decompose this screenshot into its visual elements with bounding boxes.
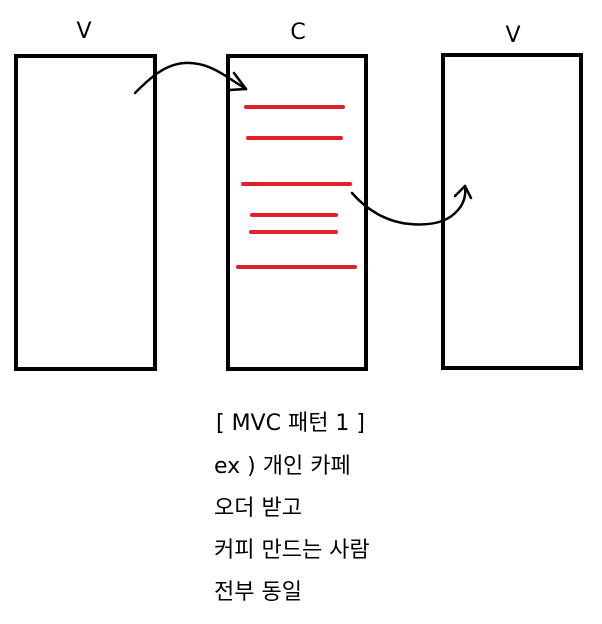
caption-line: 커피 만드는 사람 [214,538,370,563]
caption-title: [ MVC 패턴 1 ] [216,411,366,436]
controller-box [226,54,368,371]
left-box-label: V [76,19,92,44]
caption-line: 전부 동일 [214,580,302,605]
arrow-view-to-controller [133,61,248,95]
arrow-controller-to-view [350,184,473,226]
right-view-box [441,53,583,370]
controller-lines [236,105,357,269]
caption-line: ex ) 개인 카페 [214,454,351,479]
middle-box-label: C [290,20,306,45]
left-view-box [14,54,157,371]
right-box-label: V [505,23,521,48]
caption-line: 오더 받고 [214,496,302,521]
